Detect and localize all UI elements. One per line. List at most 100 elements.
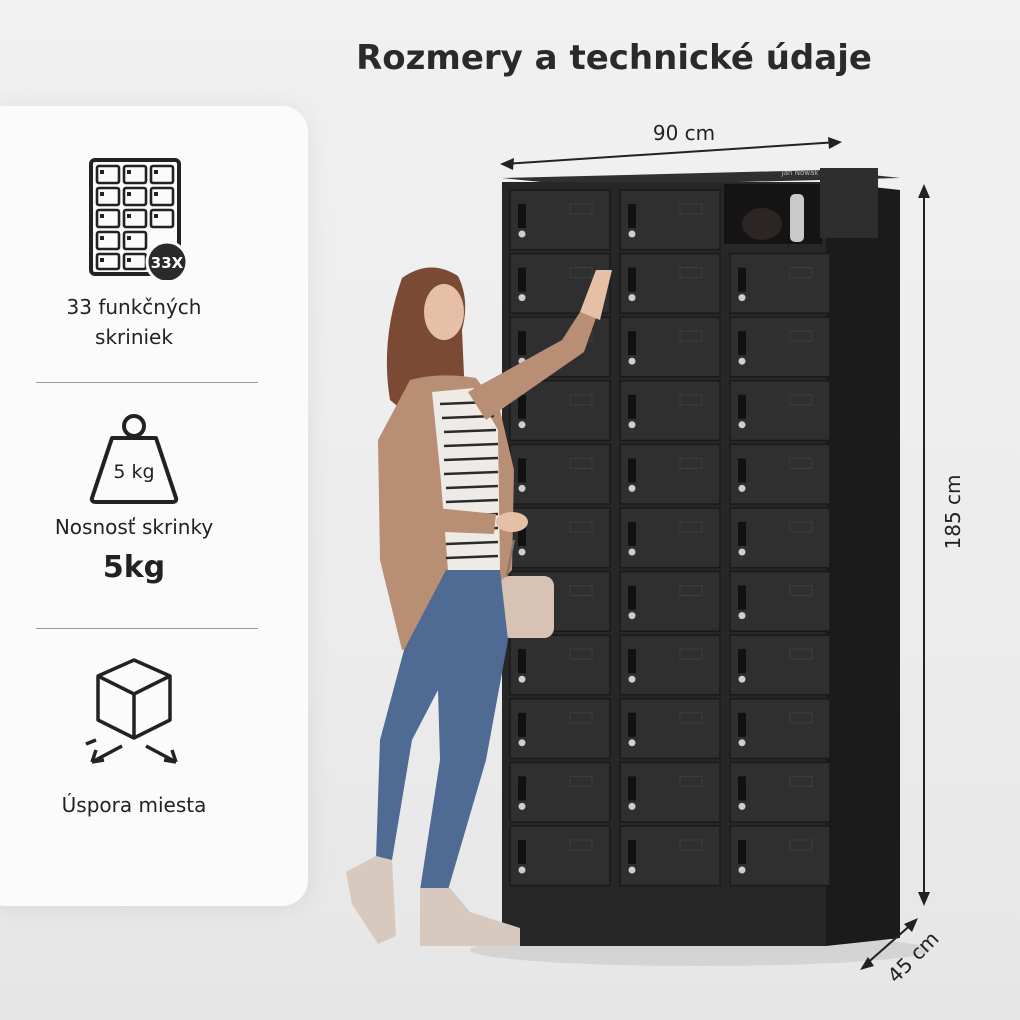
label-slot	[679, 203, 703, 215]
key-icon	[628, 675, 636, 683]
label-slot	[679, 394, 703, 406]
key-icon	[738, 421, 746, 429]
lock-icon	[518, 840, 526, 864]
label-slot	[789, 584, 813, 597]
key-icon	[628, 357, 636, 365]
key-icon	[628, 294, 636, 302]
label-slot	[569, 457, 593, 469]
label-slot	[569, 584, 593, 597]
locker-door	[619, 380, 721, 442]
locker-door	[619, 252, 721, 314]
lock-icon	[628, 267, 636, 292]
label-slot	[569, 648, 593, 660]
label-slot	[679, 775, 703, 788]
key-icon	[628, 484, 636, 492]
key-icon	[738, 548, 746, 556]
locker-door	[509, 189, 611, 251]
locker-door	[509, 634, 611, 696]
lock-icon	[518, 649, 526, 674]
lock-icon	[738, 267, 746, 292]
weight-icon: 5 kg	[89, 414, 179, 504]
locker-door	[729, 443, 831, 505]
locker-door	[509, 443, 611, 505]
locker-door	[729, 698, 831, 760]
key-icon	[518, 802, 526, 810]
label-slot	[789, 457, 813, 469]
locker-door	[619, 761, 721, 823]
locker-door	[619, 316, 721, 378]
lock-icon	[518, 522, 526, 546]
locker-door	[619, 698, 721, 760]
lock-icon	[628, 840, 636, 864]
lock-icon	[628, 585, 636, 610]
lockers-label-line1: 33 funkčných	[66, 295, 202, 319]
key-icon	[518, 230, 526, 238]
width-dimension: 90 cm	[500, 121, 842, 170]
key-icon	[518, 421, 526, 429]
label-slot	[679, 584, 703, 597]
key-icon	[518, 548, 526, 556]
handbag	[500, 576, 554, 638]
label-slot	[679, 648, 703, 660]
key-icon	[518, 866, 526, 874]
lockers-label-line2: skriniek	[95, 325, 173, 349]
label-slot	[569, 394, 593, 406]
brand-label: Jan Nowak	[781, 169, 820, 177]
key-icon	[628, 612, 636, 620]
key-icon	[738, 739, 746, 747]
lock-icon	[628, 522, 636, 546]
space-label: Úspora miesta	[61, 793, 207, 817]
locker-door	[619, 570, 721, 632]
locker-doors	[509, 189, 831, 887]
lock-icon	[738, 649, 746, 674]
locker-door	[619, 189, 721, 251]
label-slot	[789, 267, 813, 279]
locker-door	[729, 316, 831, 378]
label-slot	[789, 521, 813, 533]
divider	[36, 628, 258, 629]
key-icon	[628, 802, 636, 810]
lock-icon	[518, 331, 526, 356]
page-title: Rozmery a technické údaje	[356, 38, 872, 78]
lock-icon	[738, 840, 746, 864]
label-slot	[679, 330, 703, 342]
lock-icon	[518, 394, 526, 419]
locker-door	[729, 761, 831, 823]
lock-icon	[738, 458, 746, 483]
key-icon	[518, 739, 526, 747]
lock-icon	[738, 331, 746, 356]
lock-icon	[738, 585, 746, 610]
locker-door	[729, 570, 831, 632]
height-dimension: 185 cm	[918, 184, 965, 906]
lock-icon	[738, 394, 746, 419]
locker-door	[619, 507, 721, 569]
locker-door	[619, 634, 721, 696]
label-slot	[569, 203, 593, 215]
label-slot	[569, 521, 593, 533]
key-icon	[518, 294, 526, 302]
lock-icon	[738, 776, 746, 801]
width-label: 90 cm	[653, 121, 715, 145]
label-slot	[679, 839, 703, 851]
locker-door	[729, 825, 831, 887]
lock-icon	[628, 331, 636, 356]
locker-grid-icon: 33X	[89, 158, 189, 280]
key-icon	[738, 866, 746, 874]
label-slot	[679, 521, 703, 533]
label-slot	[569, 712, 593, 724]
label-slot	[789, 839, 813, 851]
key-icon	[738, 294, 746, 302]
weight-icon-text: 5 kg	[113, 461, 154, 483]
locker-door	[509, 507, 611, 569]
lock-icon	[628, 649, 636, 674]
feature-capacity: 5 kg Nosnosť skrinky 5kg	[0, 412, 268, 590]
key-icon	[628, 421, 636, 429]
locker-door	[729, 380, 831, 442]
locker-door	[619, 825, 721, 887]
locker-door	[619, 443, 721, 505]
lock-icon	[738, 712, 746, 737]
label-slot	[789, 775, 813, 788]
open-door	[820, 168, 878, 238]
key-icon	[738, 612, 746, 620]
lock-icon	[518, 204, 526, 228]
